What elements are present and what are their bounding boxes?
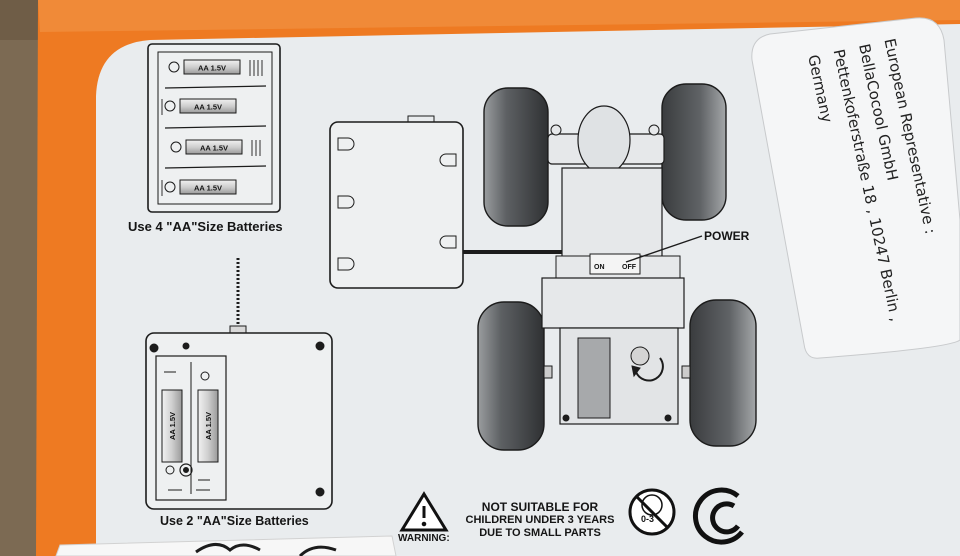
remote-battery-holder [145, 258, 333, 510]
battery-4-cell-label-2: AA 1.5V [194, 103, 222, 112]
battery-4-cell-label-4: AA 1.5V [194, 184, 222, 193]
switch-off-label: OFF [622, 264, 636, 271]
battery-2-cell-label-1: AA 1.5V [168, 412, 177, 440]
switch-on-label: ON [594, 264, 605, 271]
car-chassis-diagram [477, 83, 757, 451]
power-label: POWER [704, 229, 750, 243]
representative-sticker [751, 17, 960, 359]
warning-triangle-icon [399, 491, 449, 532]
warning-text: NOT SUITABLE FOR CHILDREN UNDER 3 YEARS … [460, 501, 620, 540]
recycling-logo-icon [692, 487, 744, 545]
warning-line-3: DUE TO SMALL PARTS [479, 527, 601, 539]
warning-label: WARNING: [398, 533, 450, 544]
age-mark: 0-3 [641, 514, 655, 524]
battery-2-cell-label-2: AA 1.5V [204, 412, 213, 440]
battery-2-caption: Use 2 "AA"Size Batteries [160, 514, 309, 528]
not-for-children-0-3-icon [628, 488, 676, 536]
battery-holder-4 [147, 43, 281, 213]
warning-line-2: CHILDREN UNDER 3 YEARS [465, 514, 615, 526]
battery-4-cell-label-3: AA 1.5V [200, 144, 228, 153]
battery-4-caption: Use 4 "AA"Size Batteries [128, 219, 283, 234]
battery-4-cell-label-1: AA 1.5V [198, 64, 226, 73]
handwriting [195, 543, 337, 556]
warning-line-1: NOT SUITABLE FOR [481, 500, 599, 514]
